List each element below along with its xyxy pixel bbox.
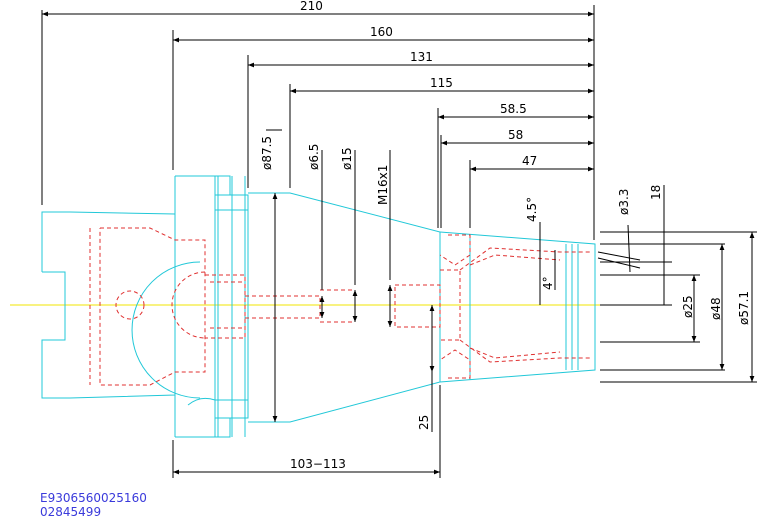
- dim-25-bottom: 25: [417, 415, 431, 430]
- dim-131: 131: [410, 50, 433, 64]
- dim-47: 47: [522, 154, 537, 168]
- part-code: E9306560025160: [40, 491, 147, 505]
- dim-58: 58: [508, 128, 523, 142]
- holder-outline: [41, 175, 596, 438]
- part-code-block: E9306560025160 02845499: [40, 491, 147, 519]
- dim-210: 210: [300, 0, 323, 13]
- dim-160: 160: [370, 25, 393, 39]
- hidden-lines: [89, 227, 590, 386]
- dim-dia-6-5: ø6.5: [307, 144, 321, 170]
- dim-18: 18: [649, 185, 663, 200]
- dim-dia-87-5: ø87.5: [260, 136, 274, 170]
- dim-dia-57-1: ø57.1: [737, 291, 751, 325]
- dim-dia-3-3: ø3.3: [617, 189, 631, 215]
- dim-103-113: 103−113: [290, 457, 346, 471]
- dim-dia-15: ø15: [340, 147, 354, 170]
- dim-angle-4-5: 4.5°: [525, 197, 539, 222]
- dim-angle-4: 4°: [541, 276, 555, 290]
- part-number: 02845499: [40, 505, 102, 519]
- dim-thread-m16x1: M16x1: [376, 165, 390, 205]
- dim-dia-25: ø25: [681, 295, 695, 318]
- dim-dia-48: ø48: [709, 297, 723, 320]
- horizontal-dimensions: 210 160 131 115 58.5 58 47 103−113: [41, 0, 595, 478]
- vertical-dimensions: ø87.5 ø6.5 ø15 M16x1 25 4.5° 4° ø3.3 18 …: [260, 129, 757, 432]
- dim-115: 115: [430, 76, 453, 90]
- dim-58-5: 58.5: [500, 102, 527, 116]
